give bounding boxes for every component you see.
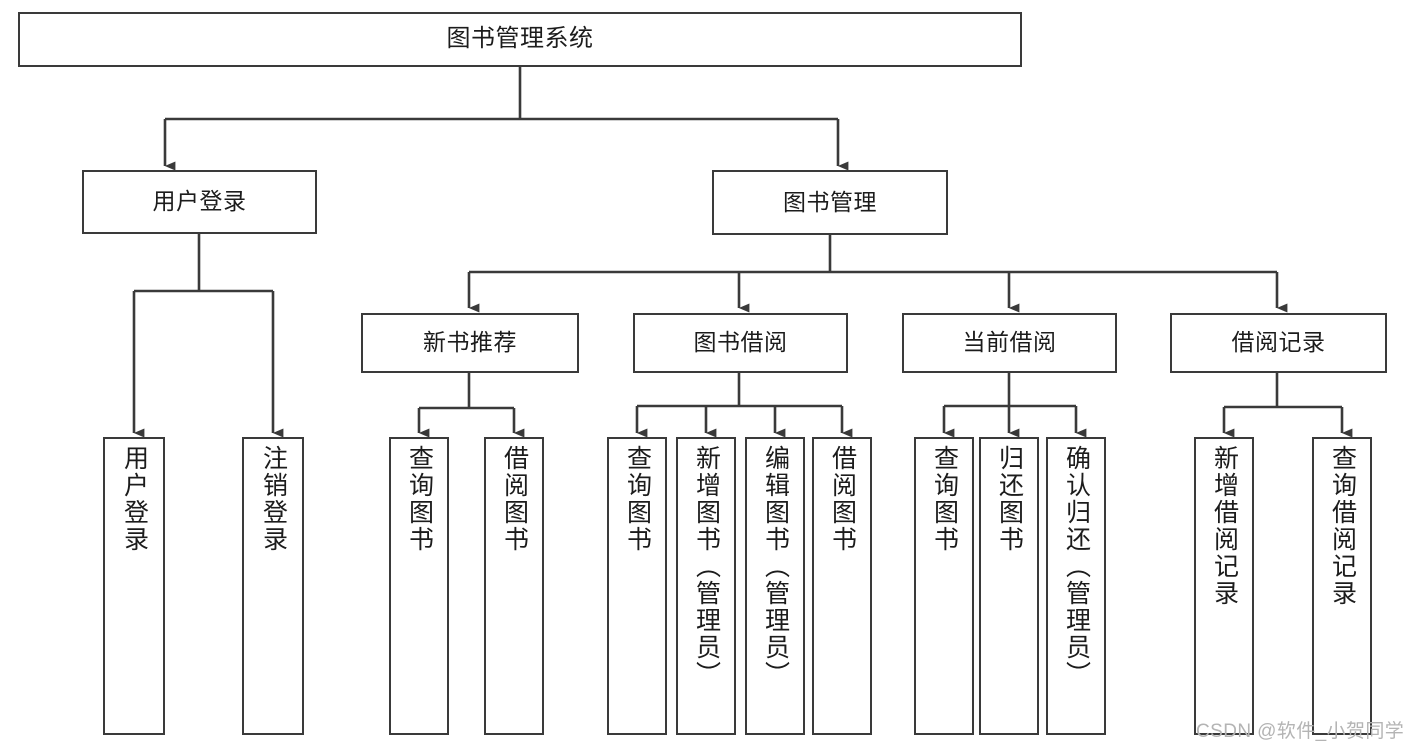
leaf-current-confirm-return-admin[interactable]: 确认归还（管理员） [1046, 437, 1106, 735]
leaf-borrow-edit-book-admin[interactable]: 编辑图书（管理员） [745, 437, 805, 735]
leaf-user-login-signout[interactable]: 注销登录 [242, 437, 304, 735]
node-book-borrow[interactable]: 图书借阅 [633, 313, 848, 373]
node-label: 新增图书（管理员） [692, 445, 721, 688]
leaf-current-query-book[interactable]: 查询图书 [914, 437, 974, 735]
node-book-management[interactable]: 图书管理 [712, 170, 948, 235]
node-label: 借阅图书 [500, 445, 529, 553]
watermark-text: CSDN @软件_小贺同学 [1196, 721, 1405, 742]
node-root-system[interactable]: 图书管理系统 [18, 12, 1022, 67]
leaf-record-query-record[interactable]: 查询借阅记录 [1312, 437, 1372, 735]
node-label: 借阅图书 [828, 445, 857, 553]
node-label: 查询借阅记录 [1328, 445, 1357, 607]
leaf-new-book-query[interactable]: 查询图书 [389, 437, 449, 735]
leaf-borrow-borrow-book[interactable]: 借阅图书 [812, 437, 872, 735]
node-label: 查询图书 [930, 445, 959, 553]
node-label: 用户登录 [152, 188, 247, 215]
node-label: 确认归还（管理员） [1062, 445, 1091, 688]
leaf-borrow-query-book[interactable]: 查询图书 [607, 437, 667, 735]
node-new-book-recommend[interactable]: 新书推荐 [361, 313, 579, 373]
node-label: 新增借阅记录 [1210, 445, 1239, 607]
node-label: 查询图书 [623, 445, 652, 553]
node-borrow-record[interactable]: 借阅记录 [1170, 313, 1387, 373]
node-label: 图书管理 [783, 188, 877, 215]
leaf-current-return-book[interactable]: 归还图书 [979, 437, 1039, 735]
node-label: 图书借阅 [693, 329, 788, 356]
node-label: 新书推荐 [423, 329, 517, 356]
node-current-borrow[interactable]: 当前借阅 [902, 313, 1117, 373]
node-label: 用户登录 [120, 445, 149, 553]
leaf-new-book-borrow[interactable]: 借阅图书 [484, 437, 544, 735]
leaf-user-login-signin[interactable]: 用户登录 [103, 437, 165, 735]
node-user-login[interactable]: 用户登录 [82, 170, 317, 234]
node-label: 归还图书 [995, 445, 1024, 553]
node-label: 图书管理系统 [446, 25, 594, 53]
node-label: 借阅记录 [1231, 329, 1326, 356]
node-label: 查询图书 [405, 445, 434, 553]
leaf-borrow-add-book-admin[interactable]: 新增图书（管理员） [676, 437, 736, 735]
node-label: 注销登录 [259, 445, 288, 553]
leaf-record-add-record[interactable]: 新增借阅记录 [1194, 437, 1254, 735]
node-label: 当前借阅 [962, 329, 1057, 356]
node-label: 编辑图书（管理员） [761, 445, 790, 688]
